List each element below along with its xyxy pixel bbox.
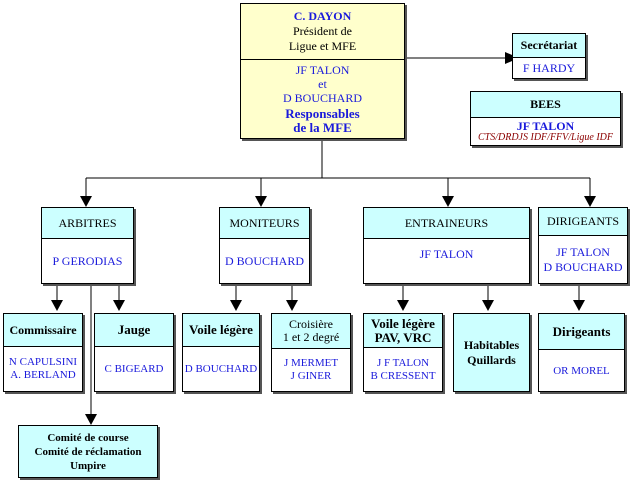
commissaire-person-1: N CAPULSINI xyxy=(8,356,78,368)
voile-legere-person: D BOUCHARD xyxy=(184,363,258,375)
president-box: C. DAYON Président de Ligue et MFE JF TA… xyxy=(240,3,405,139)
president-d-bouchard: D BOUCHARD xyxy=(282,91,362,105)
commissaire-box: Commissaire N CAPULSINI A. BERLAND xyxy=(3,313,83,392)
president-et: et xyxy=(318,77,327,91)
habitables-title-1: Habitables xyxy=(463,337,520,352)
secretariat-person: F HARDY xyxy=(522,60,576,75)
dirigeants-box: DIRIGEANTS JF TALON D BOUCHARD xyxy=(538,207,628,284)
dirigeants-sub-person: OR MOREL xyxy=(553,364,610,377)
voile-pav-title-1: Voile légère xyxy=(371,315,435,331)
comite-line-3: Umpire xyxy=(70,459,106,472)
bees-detail: CTS/DRDJS IDF/FFV/Ligue IDF xyxy=(478,131,613,143)
dirigeants-person-2: D BOUCHARD xyxy=(543,259,623,274)
president-jf-talon: JF TALON xyxy=(295,63,350,77)
entraineurs-box: ENTRAINEURS JF TALON xyxy=(363,207,530,284)
commissaire-person-2: A. BERLAND xyxy=(10,369,76,381)
croisiere-person-1: J MERMET xyxy=(283,357,339,369)
voile-pav-person-2: B CRESSENT xyxy=(370,369,436,382)
voile-pav-title-2: PAV, VRC xyxy=(374,329,432,345)
moniteurs-person: D BOUCHARD xyxy=(224,253,304,268)
dirigeants-sub-box: Dirigeants OR MOREL xyxy=(538,313,625,392)
croisiere-person-2: J GINER xyxy=(290,370,332,382)
comite-line-1: Comité de course xyxy=(47,431,129,444)
voile-legere-box: Voile légère D BOUCHARD xyxy=(182,313,260,392)
habitables-title-2: Quillards xyxy=(467,352,516,367)
entraineurs-person: JF TALON xyxy=(419,247,474,261)
entraineurs-title: ENTRAINEURS xyxy=(364,208,529,239)
commissaire-title: Commissaire xyxy=(4,314,82,347)
comite-line-2: Comité de réclamation xyxy=(34,445,142,458)
president-resp-1: Responsables xyxy=(285,106,360,121)
dirigeants-title: DIRIGEANTS xyxy=(539,208,627,236)
bees-box: BEES JF TALON CTS/DRDJS IDF/FFV/Ligue ID… xyxy=(470,91,621,146)
croisiere-title-1: Croisière xyxy=(289,317,333,331)
habitables-box: Habitables Quillards xyxy=(453,313,530,392)
president-role-2: Ligue et MFE xyxy=(288,39,357,53)
dirigeants-person-1: JF TALON xyxy=(556,244,610,259)
arbitres-title: ARBITRES xyxy=(42,208,133,239)
voile-legere-title: Voile légère xyxy=(183,314,259,347)
secretariat-title: Secrétariat xyxy=(513,34,585,58)
arbitres-person: P GERODIAS xyxy=(52,253,123,268)
voile-pav-person-1: J F TALON xyxy=(376,356,430,369)
jauge-box: Jauge C BIGEARD xyxy=(94,313,174,392)
jauge-person: C BIGEARD xyxy=(104,363,164,375)
comite-box: Comité de course Comité de réclamation U… xyxy=(18,425,158,478)
croisiere-box: Croisière 1 et 2 degré J MERMET J GINER xyxy=(271,313,351,392)
moniteurs-title: MONITEURS xyxy=(220,208,309,239)
president-name: C. DAYON xyxy=(293,9,352,23)
moniteurs-box: MONITEURS D BOUCHARD xyxy=(219,207,310,284)
president-role-1: Président de xyxy=(293,24,352,38)
croisiere-title-2: 1 et 2 degré xyxy=(282,330,340,344)
bees-person: JF TALON xyxy=(516,118,575,133)
bees-title: BEES xyxy=(471,92,620,118)
voile-pav-box: Voile légère PAV, VRC J F TALON B CRESSE… xyxy=(363,313,443,392)
dirigeants-sub-title: Dirigeants xyxy=(539,314,624,350)
secretariat-box: Secrétariat F HARDY xyxy=(512,33,586,79)
arbitres-box: ARBITRES P GERODIAS xyxy=(41,207,134,284)
jauge-title: Jauge xyxy=(95,314,173,347)
president-resp-2: de la MFE xyxy=(293,120,352,135)
